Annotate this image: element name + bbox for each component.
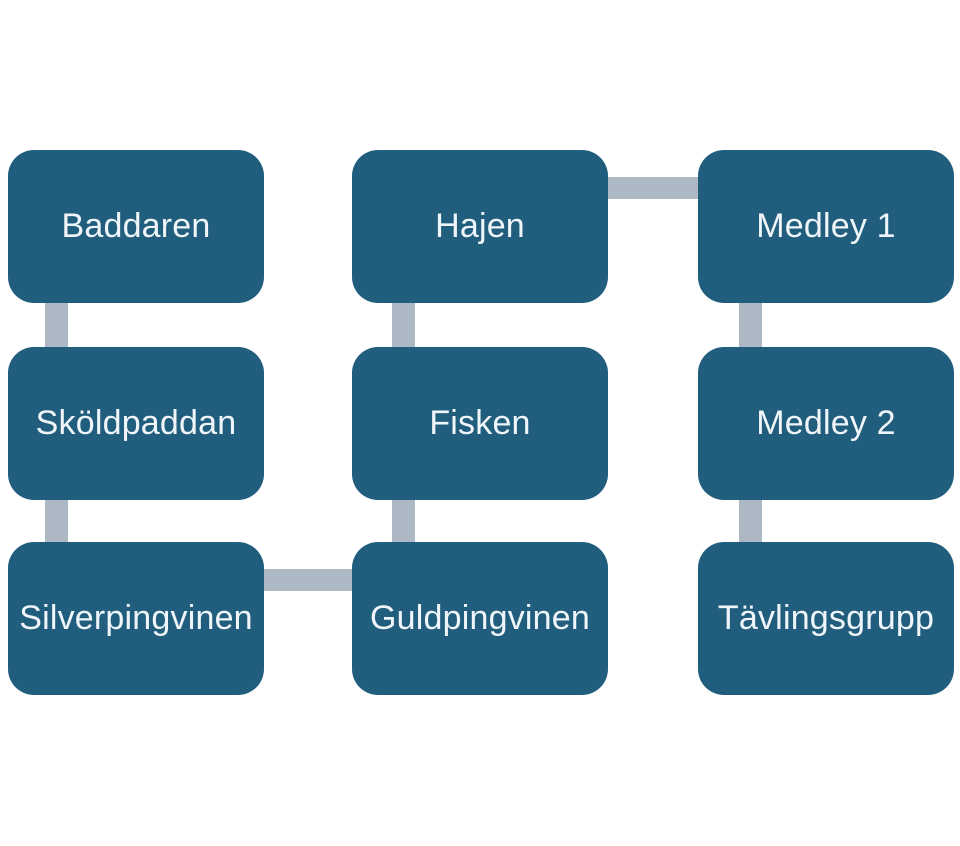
node-label: Baddaren xyxy=(61,206,211,245)
connector-hajen-medley-1 xyxy=(604,177,702,199)
node-label: Guldpingvinen xyxy=(370,598,590,637)
node-label: Hajen xyxy=(435,206,525,245)
node-label: Tävlingsgrupp xyxy=(717,598,935,637)
node-baddaren: Baddaren xyxy=(8,150,264,303)
node-guldpingvinen: Guldpingvinen xyxy=(352,542,608,695)
node-label: Silverpingvinen xyxy=(19,598,253,637)
connector-guldpingvinen-fisken xyxy=(392,498,415,545)
node-medley-2: Medley 2 xyxy=(698,347,954,500)
node-fisken: Fisken xyxy=(352,347,608,500)
connector-silverpingvinen-guldpingvinen xyxy=(259,569,356,591)
node-silverpingvinen: Silverpingvinen xyxy=(8,542,264,695)
node-hajen: Hajen xyxy=(352,150,608,303)
connector-medley-1-medley-2 xyxy=(739,301,762,349)
node-tavlingsgrupp: Tävlingsgrupp xyxy=(698,542,954,695)
node-label: Sköldpaddan xyxy=(35,403,237,442)
node-skoldpaddan: Sköldpaddan xyxy=(8,347,264,500)
connector-baddaren-skoldpaddan xyxy=(45,301,68,349)
node-label: Medley 2 xyxy=(756,403,896,442)
connector-medley-2-tavlingsgrupp xyxy=(739,498,762,545)
connector-skoldpaddan-silverpingvinen xyxy=(45,498,68,545)
node-medley-1: Medley 1 xyxy=(698,150,954,303)
node-label: Medley 1 xyxy=(756,206,896,245)
connector-fisken-hajen xyxy=(392,301,415,349)
node-label: Fisken xyxy=(429,403,531,442)
